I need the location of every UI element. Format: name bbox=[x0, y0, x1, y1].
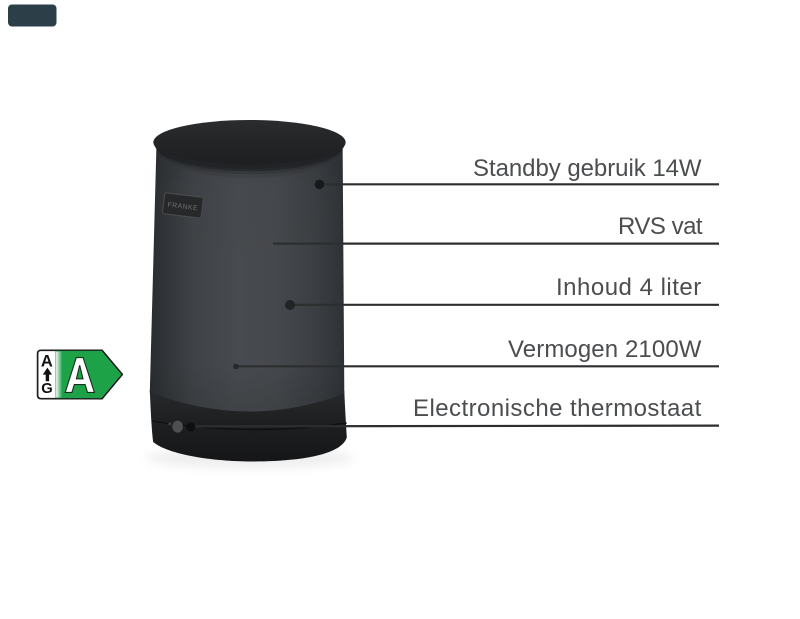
svg-text:FRANKE: FRANKE bbox=[167, 202, 198, 213]
svg-text:A: A bbox=[41, 353, 53, 371]
svg-text:G: G bbox=[41, 381, 53, 397]
